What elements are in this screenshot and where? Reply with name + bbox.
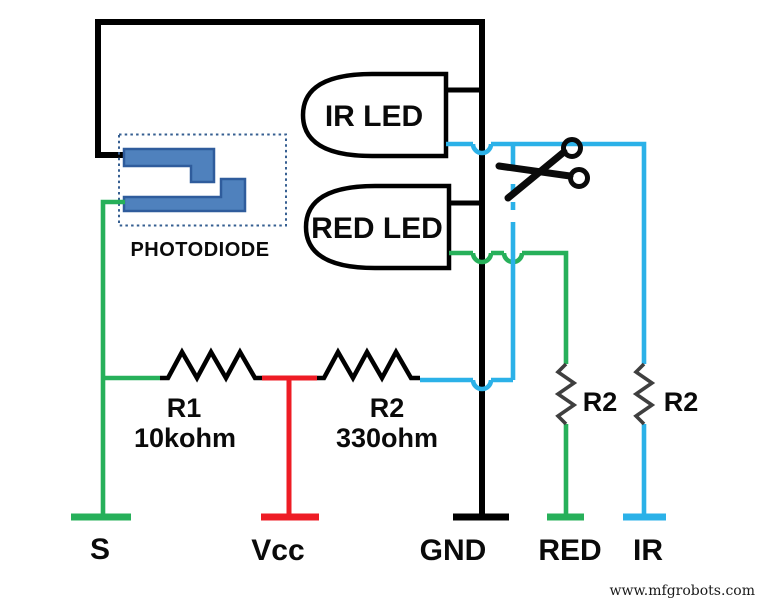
r1-value-label: 10kohm xyxy=(134,423,236,453)
terminal-ir-label: IR xyxy=(633,534,663,567)
r1-name-label: R1 xyxy=(167,393,202,423)
r2-name-label: R2 xyxy=(370,393,405,423)
cut-branch-to-r2-wire xyxy=(420,222,516,392)
scissors-handle-1 xyxy=(561,137,583,159)
red-led-body xyxy=(303,183,452,271)
vcc-wire xyxy=(262,375,317,517)
r2-ir-branch-label: R2 xyxy=(664,387,699,417)
terminal-vcc-label: Vcc xyxy=(251,534,304,567)
scissors-icon xyxy=(495,137,590,202)
ir-led-label: IR LED xyxy=(325,100,423,133)
red-led-cathode-wire xyxy=(449,250,569,364)
photodiode-dotted-box xyxy=(118,133,287,227)
terminal-red-label: RED xyxy=(538,534,601,567)
scissors-blade-1 xyxy=(504,148,568,202)
r2-value-label: 330ohm xyxy=(336,423,438,453)
photodiode-signal-wire xyxy=(100,199,160,517)
resistor-r2-red-branch xyxy=(554,362,578,426)
watermark: www.mfgrobots.com xyxy=(610,583,755,599)
resistor-r2-ir-branch xyxy=(632,362,656,426)
photodiode-label: PHOTODIODE xyxy=(130,239,269,261)
resistor-r1 xyxy=(160,347,262,383)
ir-led-cathode-wire xyxy=(446,141,647,364)
ir-led-body xyxy=(300,71,449,159)
scissors-blade-2 xyxy=(495,162,574,180)
resistor-r2 xyxy=(317,347,420,383)
gnd-main-wire xyxy=(95,19,485,516)
terminal-s-label: S xyxy=(90,533,110,566)
photodiode-lower-electrode xyxy=(122,177,247,213)
terminal-gnd-label: GND xyxy=(420,534,487,567)
scissors-handle-2 xyxy=(568,167,590,189)
photodiode-upper-electrode xyxy=(122,147,216,184)
red-led-label: RED LED xyxy=(311,212,443,245)
r2-red-branch-label: R2 xyxy=(583,387,618,417)
